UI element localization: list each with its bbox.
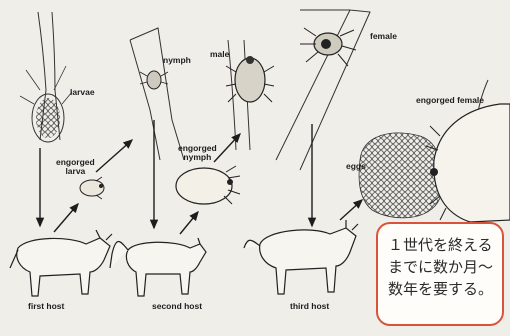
note-line-1: １世代を終える — [388, 234, 498, 256]
eggs-cluster-icon — [359, 133, 442, 218]
label-first-host: first host — [28, 302, 64, 311]
label-engorged-larva: engorged larva — [56, 158, 95, 176]
larvae-stalk — [38, 12, 55, 90]
larvae-cluster-icon — [20, 66, 72, 142]
engorged-female-tick-icon — [426, 104, 510, 222]
arrow-engorged-larva-to-nymph — [96, 140, 132, 172]
label-third-host: third host — [290, 302, 329, 311]
japanese-note-box: １世代を終える までに数か月～ 数年を要する。 — [376, 222, 504, 326]
label-engorged-nymph-line-2: nymph — [178, 153, 217, 162]
label-nymph: nymph — [163, 56, 191, 65]
third-host-cow-icon — [244, 220, 358, 294]
nymph-tick-icon — [140, 71, 168, 89]
engorged-nymph-icon — [176, 166, 240, 204]
arrow-second-host-to-engorged-nymph — [180, 212, 198, 234]
nymph-grass-blade — [130, 28, 184, 160]
female-tick-icon — [300, 28, 356, 66]
label-engorged-nymph: engorged nymph — [178, 144, 217, 162]
label-larvae: larvae — [70, 88, 95, 97]
label-second-host: second host — [152, 302, 202, 311]
first-host-cow-icon — [10, 230, 112, 296]
engorged-larva-icon — [80, 177, 104, 199]
arrow-first-host-to-engorged-larva — [54, 204, 78, 232]
note-line-3: 数年を要する。 — [388, 278, 498, 300]
label-eggs: eggs — [346, 162, 366, 171]
label-male: male — [210, 50, 229, 59]
label-female: female — [370, 32, 397, 41]
arrow-third-host-to-eggs — [340, 200, 362, 220]
label-engorged-female: engorged female — [416, 96, 484, 105]
label-engorged-larva-line-2: larva — [56, 167, 95, 176]
note-line-2: までに数か月～ — [388, 256, 498, 278]
male-tick-icon — [226, 56, 274, 102]
second-host-cow-icon — [110, 238, 206, 296]
